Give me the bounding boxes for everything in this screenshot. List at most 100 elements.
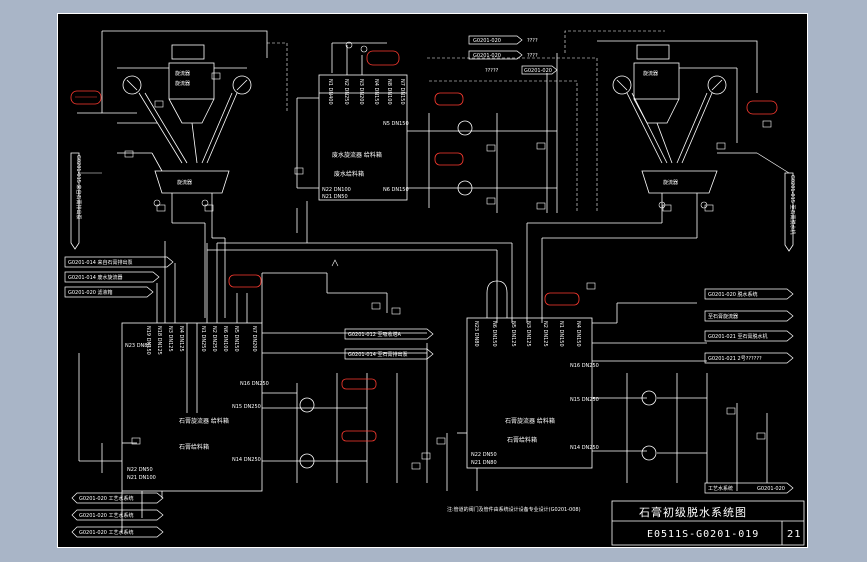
title-block <box>611 500 805 546</box>
center-nozzle-2: N2 DN250 <box>343 79 349 105</box>
drawing-number: E0511S-G0201-019 <box>647 529 759 540</box>
left-cyclone-tag: 旋流器 <box>175 70 190 77</box>
right-nozzle-n21: N21 DN80 <box>471 460 497 466</box>
right-vertical-ref-label: G0201-015 至石膏脱水机 <box>789 175 796 235</box>
right-outlet-bottom-label: 工艺水系统 <box>708 485 733 492</box>
right-cyclone-group <box>526 40 758 323</box>
sheet-border <box>57 13 808 548</box>
center-nozzle-4: N4 DN150 <box>373 79 379 105</box>
center-nozzle-6: N7 DN150 <box>399 79 405 105</box>
right-outlet-3: G0201-021 至石膏脱水机 <box>708 333 768 340</box>
center-qmark-3: ????? <box>485 68 499 74</box>
left-outlet-1: G0201-020 工艺水系统 <box>79 495 134 502</box>
center-ref-1: G0201-020 <box>473 38 501 44</box>
drawing-title: 石膏初级脱水系统图 <box>639 505 747 519</box>
right-outlet-bottom-ref: G0201-020 <box>757 486 785 492</box>
sheet-number: 21 <box>787 529 802 540</box>
right-nozzle-1: N23 DN80 <box>473 321 479 347</box>
right-tank-group <box>446 280 768 491</box>
center-top-refs <box>468 35 558 75</box>
left-cyclone-tag2: 旋流器 <box>175 80 190 87</box>
right-nozzle-5: N2 DN125 <box>542 321 548 347</box>
center-nozzles: N1 DN400 N2 DN250 N3 DN200 N4 DN150 N8 D… <box>327 79 405 105</box>
right-distributor-tag: 旋流器 <box>663 179 678 186</box>
right-tank-sublabel: 石膏给料箱 <box>507 436 537 444</box>
left-outlet-2: G0201-020 工艺水系统 <box>79 512 134 519</box>
center-nozzle-n21: N21 DN50 <box>322 194 348 200</box>
right-nozzle-6: N1 DN150 <box>558 321 564 347</box>
left-nozzle-n21: N21 DN100 <box>127 475 156 481</box>
right-nozzle-n14: N14 DN250 <box>570 445 599 451</box>
left-inlet-3: G0201-020 滤液箱 <box>68 289 113 296</box>
left-right-outlet-2: G0201-014 至石膏排出泵 <box>348 351 408 358</box>
center-nozzle-3: N3 DN200 <box>358 79 364 105</box>
center-nozzle-n22: N22 DN100 <box>322 187 351 193</box>
left-outlet-3: G0201-020 工艺水系统 <box>79 529 134 536</box>
right-nozzle-3: N5 DN125 <box>510 321 516 347</box>
left-inlet-2: G0201-014 废水旋流器 <box>68 274 123 281</box>
left-nozzle-n16: N16 DN250 <box>240 381 269 387</box>
left-cyclone-group <box>77 30 268 318</box>
left-nozzle-7: N6 DN100 <box>222 326 228 352</box>
right-nozzle-n15: N15 DN250 <box>570 397 599 403</box>
center-qmark-1: ???? <box>527 38 538 44</box>
left-outlet-arrows <box>71 492 164 538</box>
right-outlet-4: G0201-021 2号?????? <box>708 356 762 362</box>
left-nozzle-4: N4 DN125 <box>178 326 184 352</box>
center-nozzle-5: N8 DN100 <box>386 79 392 105</box>
left-nozzle-n23: N23 DN80 <box>125 343 151 349</box>
left-nozzle-9: N7 DN200 <box>251 326 257 352</box>
center-nozzle-n5: N5 DN150 <box>383 121 409 127</box>
left-vertical-ref-label: G0201-015 来自石膏排出泵 <box>75 155 82 220</box>
piping-diagram: 旋流器 旋流器 旋流器 G0201-015 来自石膏排出泵 <box>57 13 808 548</box>
left-right-outlets <box>344 328 434 360</box>
drawing-sheet: 旋流器 旋流器 旋流器 G0201-015 来自石膏排出泵 <box>57 13 808 548</box>
center-dashed-lines <box>267 30 665 213</box>
left-inlet-1: G0201-014 来自石膏排出泵 <box>68 259 133 266</box>
right-outlet-2: 至石膏旋流器 <box>708 313 738 320</box>
left-tank-red-tag <box>228 274 377 442</box>
drawing-footnote: 注:管道的阀门及管件由系统设计设备专业设计(G0201-008) <box>447 506 581 513</box>
left-nozzle-8: N5 DN150 <box>233 326 239 352</box>
left-tank-group <box>78 241 513 533</box>
right-nozzle-n16: N16 DN250 <box>570 363 599 369</box>
right-nozzle-7: N4 DN150 <box>575 321 581 347</box>
right-red-tag <box>746 100 778 115</box>
left-nozzle-n15: N15 DN250 <box>232 404 261 410</box>
center-ref-2: G0201-020 <box>473 53 501 59</box>
valve-marks <box>124 41 772 470</box>
left-nozzle-5: N1 DN250 <box>200 326 206 352</box>
left-tank-nozzles: N19 DN150 N18 DN125 N3 DN125 N4 DN125 N1… <box>145 326 257 355</box>
left-right-outlet-1: G0201-012 至吸收塔A <box>348 331 402 338</box>
right-nozzle-n22: N22 DN50 <box>471 452 497 458</box>
left-vertical-ref: G0201-015 来自石膏排出泵 <box>70 152 102 250</box>
left-nozzle-2: N18 DN125 <box>156 326 162 355</box>
center-ref-3: G0201-020 <box>524 68 552 74</box>
left-nozzle-n14: N14 DN250 <box>232 457 261 463</box>
center-tank-label: 废水旋流器 给料箱 <box>332 151 382 159</box>
right-cyclone-tag: 旋流器 <box>643 70 658 77</box>
right-tank-red-tag <box>544 292 580 306</box>
left-tank-label: 石膏旋流器 给料箱 <box>179 417 229 425</box>
center-nozzle-1: N1 DN400 <box>327 79 333 105</box>
right-tank-nozzles: N23 DN80 N6 DN150 N5 DN125 N3 DN125 N2 D… <box>473 321 581 347</box>
left-nozzle-6: N2 DN250 <box>211 326 217 352</box>
right-outlet-1: G0201-020 脱水系统 <box>708 291 758 298</box>
right-tank-label: 石膏旋流器 给料箱 <box>505 417 555 425</box>
right-nozzle-4: N3 DN125 <box>525 321 531 347</box>
right-vertical-ref: G0201-015 至石膏脱水机 <box>756 152 796 252</box>
center-nozzle-n6: N6 DN150 <box>383 187 409 193</box>
right-outlet-arrows <box>704 288 794 494</box>
right-nozzle-2: N6 DN150 <box>491 321 497 347</box>
left-nozzle-1: N19 DN150 <box>145 326 151 355</box>
center-tank-group <box>296 42 558 243</box>
center-red-tags <box>366 50 464 166</box>
left-inlet-arrows <box>64 256 174 298</box>
left-nozzle-3: N3 DN125 <box>167 326 173 352</box>
left-red-tag <box>70 90 102 105</box>
left-tank-sublabel: 石膏给料箱 <box>179 443 209 451</box>
center-tank-sublabel: 废水给料箱 <box>334 170 364 178</box>
center-qmark-2: ???? <box>527 53 538 59</box>
left-nozzle-n22: N22 DN50 <box>127 467 153 473</box>
left-distributor-tag: 旋流器 <box>177 179 192 186</box>
